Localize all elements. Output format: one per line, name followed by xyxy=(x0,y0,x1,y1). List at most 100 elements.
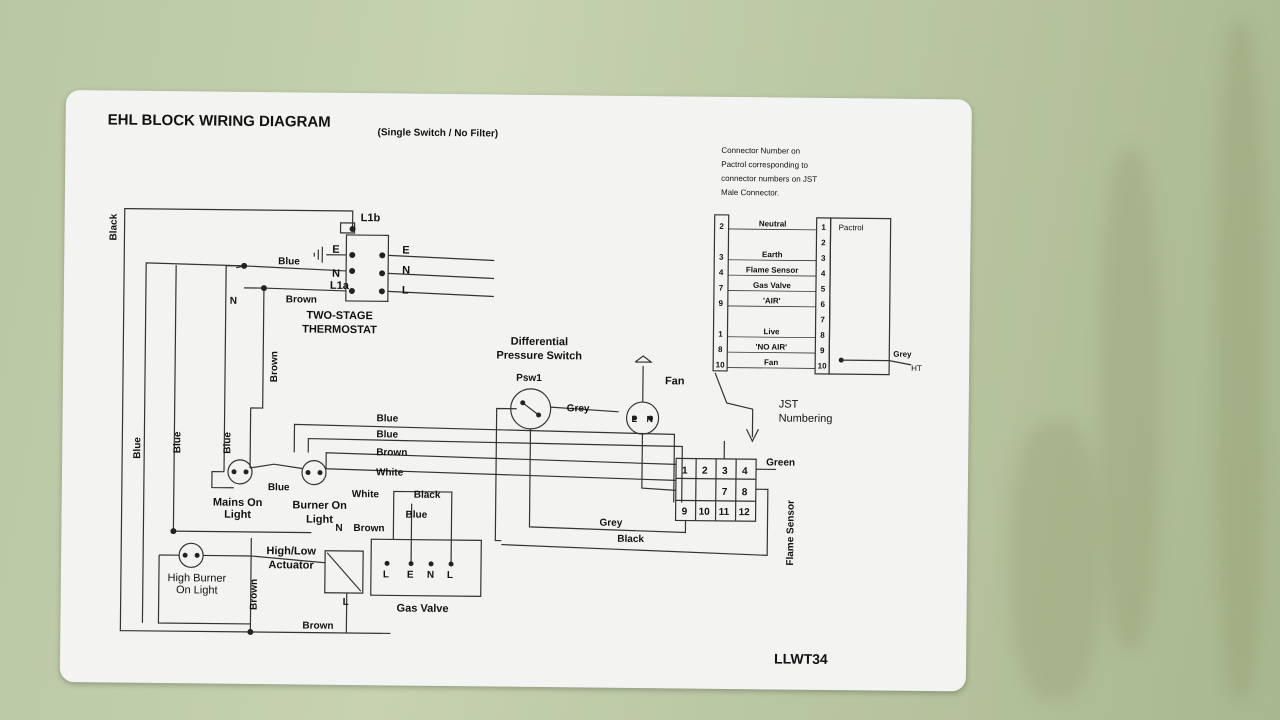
actuator-label-1: High/Low xyxy=(266,545,316,558)
gas-valve-term-l2: L xyxy=(447,570,453,581)
wire-label-blue-1: Blue xyxy=(377,413,399,424)
wire-label-black-left: Black xyxy=(108,213,119,240)
pactrol-right-number: 7 xyxy=(820,315,825,324)
l1a-label: L1a xyxy=(330,280,350,292)
pactrol-right-number: 3 xyxy=(821,254,826,263)
thermostat-left-n: N xyxy=(332,268,340,280)
l1b-label: L1b xyxy=(361,212,381,224)
pactrol-right-number: 4 xyxy=(821,269,826,278)
pactrol-right-number: 8 xyxy=(820,331,825,340)
pactrol-signal: Live xyxy=(763,327,780,336)
pactrol-signal: Earth xyxy=(762,250,783,259)
connector-cell-8: 8 xyxy=(742,487,748,498)
pactrol-right-number: 6 xyxy=(821,300,826,309)
burner-light-label-2: Light xyxy=(306,514,333,526)
pactrol-left-number: 10 xyxy=(716,360,726,369)
wire-label-grey-bottom: Grey xyxy=(599,518,622,529)
connector-cell-10: 10 xyxy=(699,507,711,518)
wire-label-brown-top: Brown xyxy=(286,294,317,305)
pactrol-left-number: 7 xyxy=(719,283,724,292)
pactrol-right-number: 1 xyxy=(821,223,826,232)
wire-label-black-bottom: Black xyxy=(617,534,644,545)
wire-label-blue-inner: Blue xyxy=(222,432,233,454)
pactrol-left-number: 8 xyxy=(718,345,723,354)
pactrol-wire xyxy=(728,321,816,322)
pactrol-right-number: 10 xyxy=(818,361,828,370)
thermostat-right-n: N xyxy=(402,265,410,277)
wiring-diagram-label: EHL BLOCK WIRING DIAGRAM (Single Switch … xyxy=(59,90,972,692)
wire-label-blue-middle: Blue xyxy=(172,431,183,453)
pactrol-wire xyxy=(727,367,816,369)
pactrol-wire xyxy=(727,290,816,292)
pressure-switch-label-2: Pressure Switch xyxy=(496,350,582,363)
pactrol-wire xyxy=(728,244,816,245)
pactrol-wire xyxy=(728,259,817,262)
wiring-diagram: EHL BLOCK WIRING DIAGRAM (Single Switch … xyxy=(108,111,922,667)
pactrol-signal: 'NO AIR' xyxy=(756,342,788,351)
note-line-2: Pactrol corresponding to xyxy=(721,160,808,170)
wire-label-blue-gas: Blue xyxy=(406,510,428,521)
wire-label-brown-mid: Brown xyxy=(376,447,407,458)
diagram-subtitle: (Single Switch / No Filter) xyxy=(378,127,499,139)
pactrol-left-number: 1 xyxy=(718,330,723,339)
thermostat-label-1: TWO-STAGE xyxy=(306,310,373,323)
pactrol-grey-label: Grey xyxy=(893,350,912,359)
pactrol-left-number: 3 xyxy=(719,253,724,262)
wire-label-white-light: White xyxy=(352,489,380,500)
diagram-title: EHL BLOCK WIRING DIAGRAM xyxy=(108,111,331,130)
wire-label-brown-bottom: Brown xyxy=(353,523,384,534)
gas-valve-label: Gas Valve xyxy=(397,602,449,615)
thermostat-left-e: E xyxy=(332,244,339,256)
high-burner-light-label-2: On Light xyxy=(176,584,218,596)
pactrol-ht-label: HT xyxy=(911,364,922,373)
jst-label-2: Numbering xyxy=(779,412,833,425)
wire-label-brown-vertical: Brown xyxy=(269,351,280,382)
pactrol-wire xyxy=(727,305,816,308)
pactrol-wire xyxy=(728,274,817,277)
flame-sensor-label: Flame Sensor xyxy=(785,500,797,566)
thermostat-label-2: THERMOSTAT xyxy=(302,323,377,336)
connector-cell-9: 9 xyxy=(682,506,688,517)
connector-cell-4: 4 xyxy=(742,466,748,477)
mains-light-label-2: Light xyxy=(224,509,251,521)
wire-label-blue-2: Blue xyxy=(376,429,398,440)
wire-label-n-bottom: N xyxy=(335,523,342,534)
thermostat-right-e: E xyxy=(402,245,409,257)
pressure-switch-id: Psw1 xyxy=(516,373,542,384)
connector-cell-1: 1 xyxy=(682,465,688,476)
note-line-1: Connector Number on xyxy=(721,146,800,156)
note-line-4: Male Connector. xyxy=(721,188,779,198)
wire-label-white-mid: White xyxy=(376,467,404,478)
pactrol-left-number: 9 xyxy=(719,299,724,308)
model-code: LLWT34 xyxy=(774,650,828,667)
pactrol-wire xyxy=(727,336,816,339)
note-line-3: connector numbers on JST xyxy=(721,174,817,184)
gas-valve-term-e: E xyxy=(407,570,414,581)
pactrol-signal: Fan xyxy=(764,358,778,367)
actuator-label-2: Actuator xyxy=(268,559,314,571)
connector-cell-11: 11 xyxy=(719,507,730,518)
pactrol-label: Pactrol xyxy=(839,223,864,232)
gas-valve-term-n: N xyxy=(427,570,434,581)
fan-l: L xyxy=(632,414,638,424)
pactrol-signal: 'AIR' xyxy=(763,296,781,305)
wire-label-blue-light: Blue xyxy=(268,482,290,493)
connector-cell-7: 7 xyxy=(722,487,728,498)
wire-label-blue-outer: Blue xyxy=(132,437,143,459)
pactrol-right-number: 9 xyxy=(820,346,825,355)
pactrol-wire xyxy=(727,351,816,354)
thermostat-right-l: L xyxy=(402,285,409,297)
fan-label: Fan xyxy=(665,375,685,387)
pactrol-signal: Gas Valve xyxy=(753,281,791,290)
jst-label-1: JST xyxy=(779,398,799,410)
pactrol-left-number: 4 xyxy=(719,268,724,277)
wire-label-blue-top: Blue xyxy=(278,256,300,267)
connector-cell-2: 2 xyxy=(702,466,708,477)
high-burner-light-label-1: High Burner xyxy=(167,572,226,585)
pressure-switch-label-1: Differential xyxy=(511,336,569,349)
fan-n: N xyxy=(647,414,654,424)
connector-cell-3: 3 xyxy=(722,466,728,477)
wire-label-n-top: N xyxy=(230,296,237,307)
pactrol-right-number: 2 xyxy=(821,238,826,247)
